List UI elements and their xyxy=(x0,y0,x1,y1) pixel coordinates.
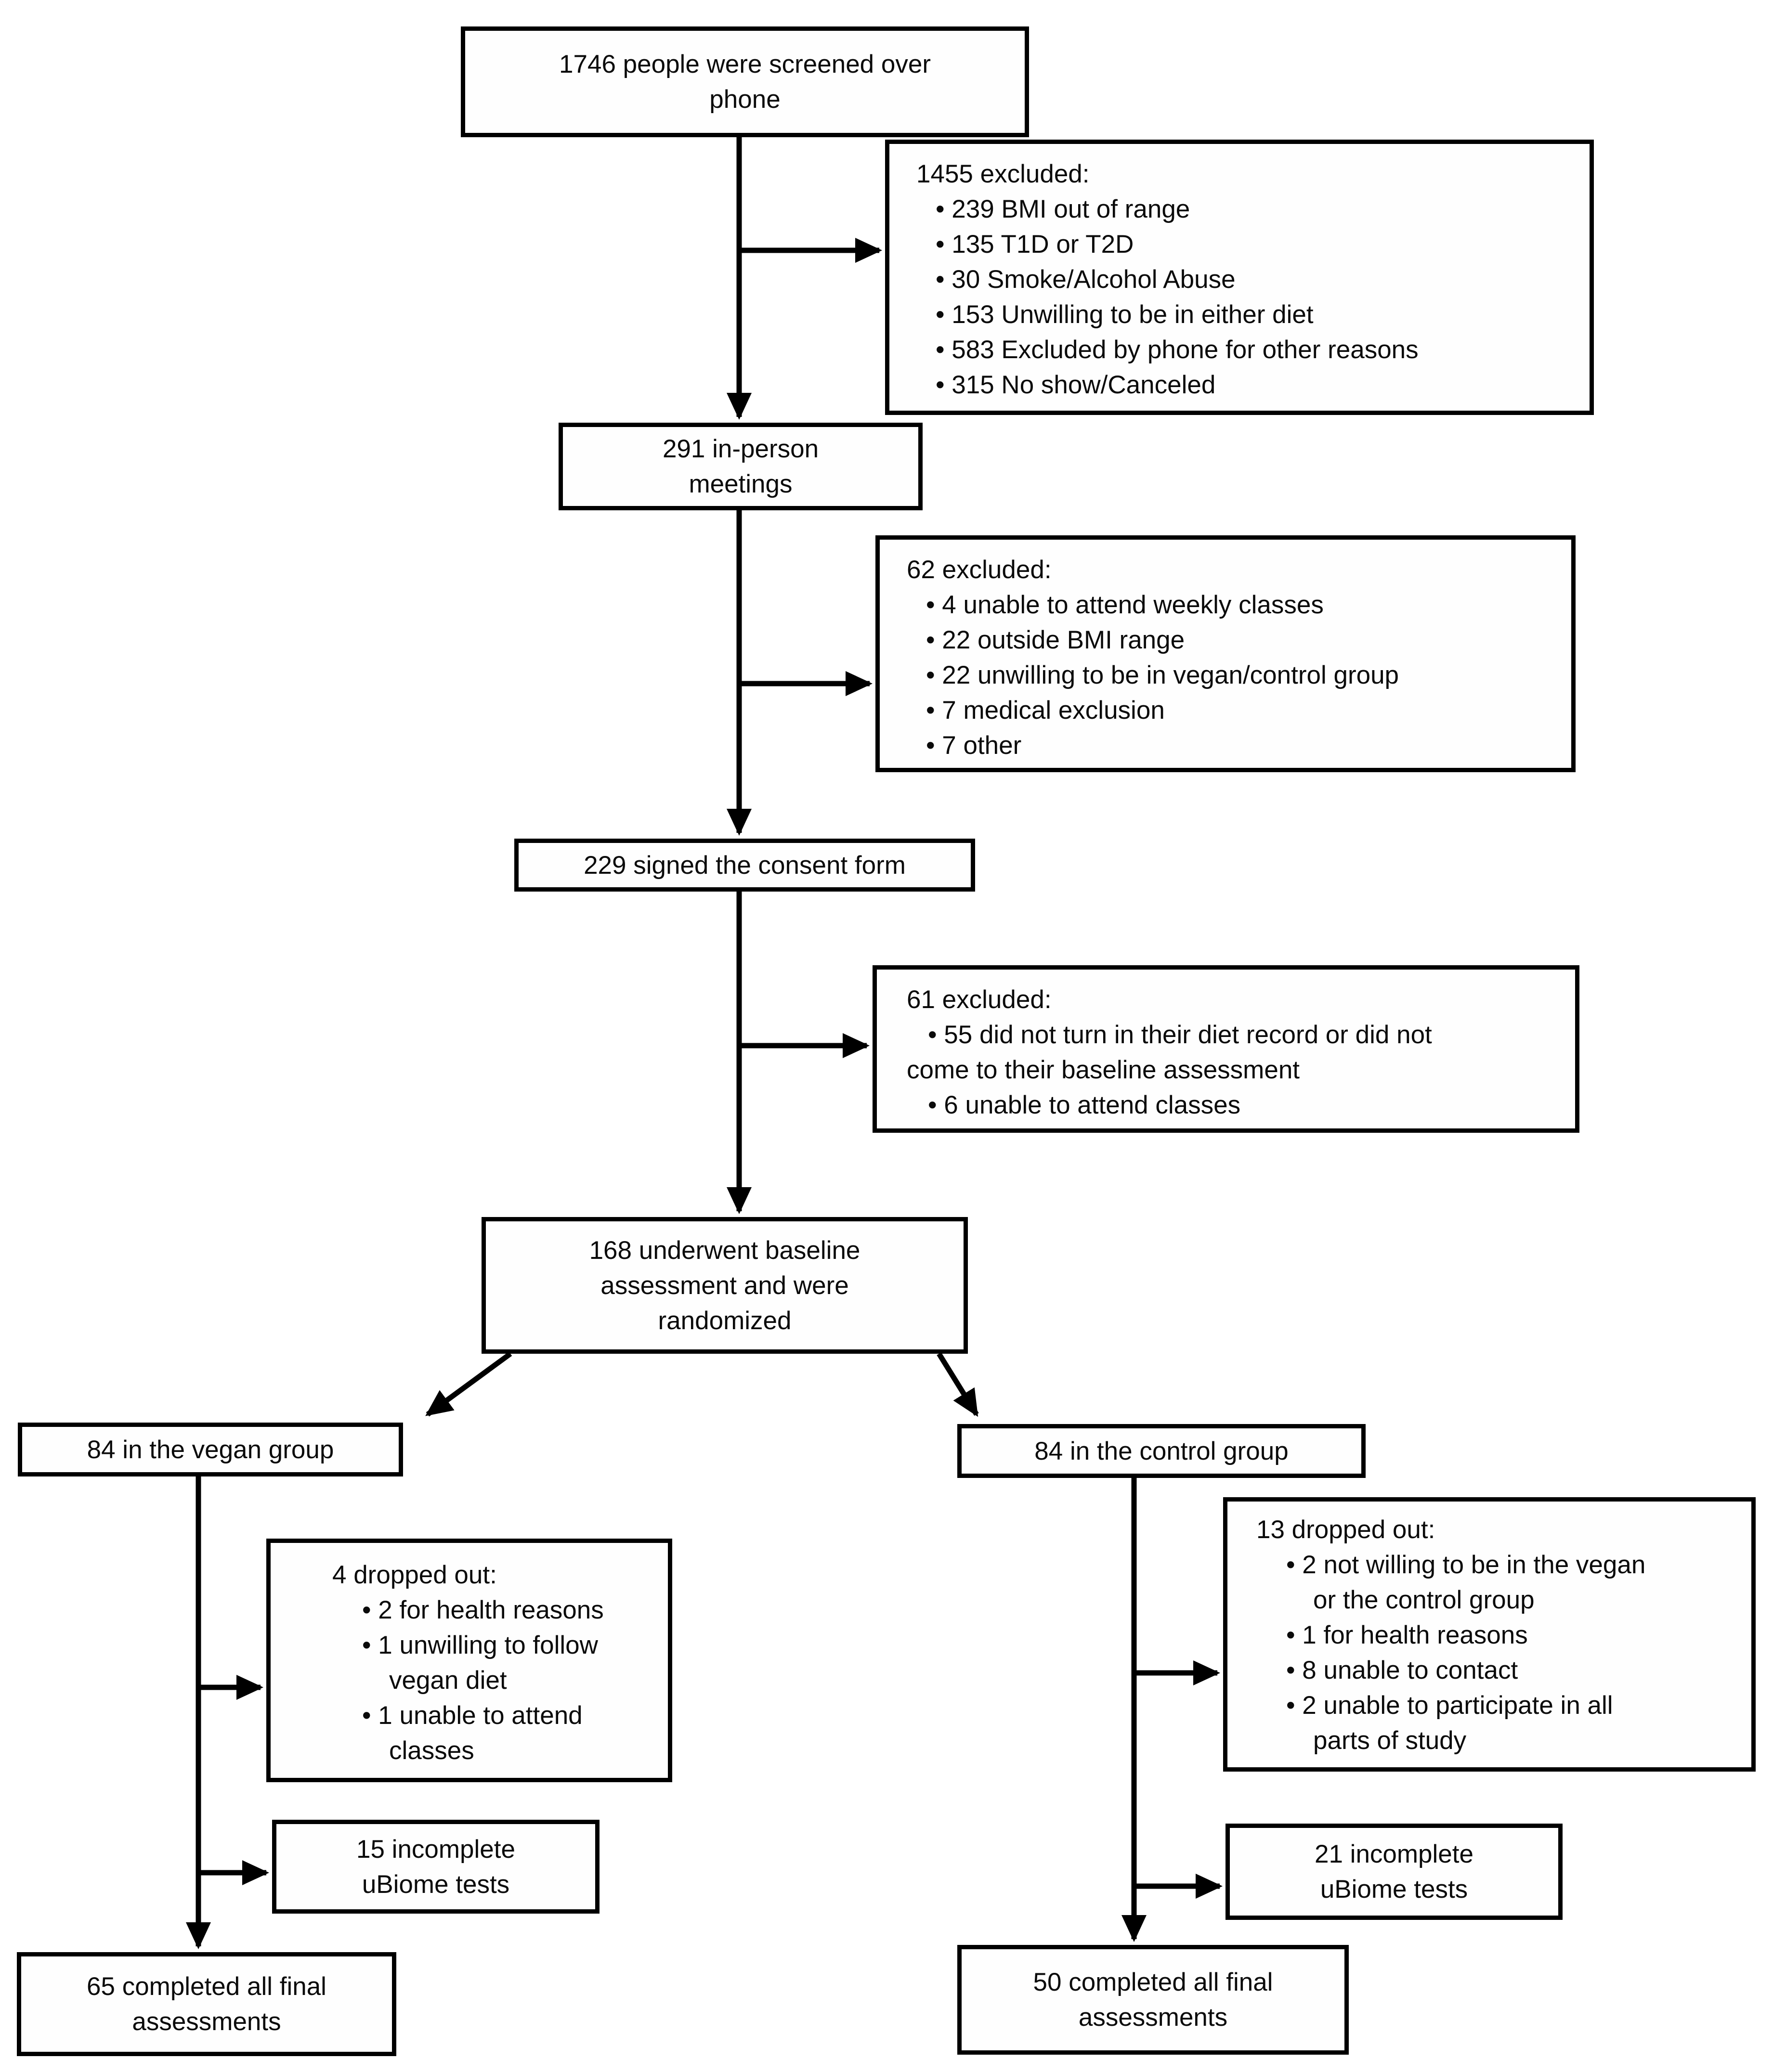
control-completed-label: 50 completed all final assessments xyxy=(1033,1968,1273,2032)
vegan-dropout-box: 4 dropped out: 2 for health reasons1 unw… xyxy=(266,1539,672,1782)
control-dropout-box: 13 dropped out: 2 not willing to be in t… xyxy=(1223,1497,1756,1772)
list-item: 239 BMI out of range xyxy=(916,192,1575,227)
inperson-label: 291 in-person meetings xyxy=(662,435,819,498)
connector-randomized-to-control xyxy=(937,1352,979,1417)
list-item: 2 for health reasons xyxy=(332,1593,660,1628)
control-ubiome-box: 21 incomplete uBiome tests xyxy=(1225,1824,1563,1920)
list-item: 1 for health reasons xyxy=(1256,1618,1744,1653)
control-dropout-items: 2 not willing to be in the vegan or the … xyxy=(1256,1547,1744,1758)
list-item: 7 medical exclusion xyxy=(907,693,1557,728)
list-item: 1 unwilling to follow vegan diet xyxy=(332,1628,660,1698)
meeting-excluded-items: 4 unable to attend weekly classes22 outs… xyxy=(907,587,1557,763)
list-item: 2 not willing to be in the vegan or the … xyxy=(1256,1547,1744,1618)
vegan-dropout-items: 2 for health reasons1 unwilling to follo… xyxy=(332,1593,660,1768)
list-item: 8 unable to contact xyxy=(1256,1653,1744,1688)
vegan-completed-label: 65 completed all final assessments xyxy=(87,1972,326,2036)
list-item: 583 Excluded by phone for other reasons xyxy=(916,332,1575,367)
phone-excluded-title: 1455 excluded: xyxy=(916,160,1090,188)
consent-excluded-title: 61 excluded: xyxy=(907,985,1052,1014)
vegan-ubiome-label: 15 incomplete uBiome tests xyxy=(356,1835,515,1899)
consent-excluded-items: 55 did not turn in their diet record or … xyxy=(907,1017,1561,1123)
consent-box: 229 signed the consent form xyxy=(514,839,975,892)
control-group-label: 84 in the control group xyxy=(1034,1437,1289,1465)
control-group-box: 84 in the control group xyxy=(957,1424,1366,1478)
phone-excluded-items: 239 BMI out of range135 T1D or T2D30 Smo… xyxy=(916,192,1575,402)
meeting-excluded-box: 62 excluded: 4 unable to attend weekly c… xyxy=(875,535,1576,772)
list-item: 153 Unwilling to be in either diet xyxy=(916,297,1575,332)
list-item: 4 unable to attend weekly classes xyxy=(907,587,1557,622)
phone-excluded-box: 1455 excluded: 239 BMI out of range135 T… xyxy=(885,140,1594,415)
vegan-group-box: 84 in the vegan group xyxy=(18,1423,403,1476)
vegan-ubiome-box: 15 incomplete uBiome tests xyxy=(272,1820,600,1914)
control-dropout-title: 13 dropped out: xyxy=(1256,1515,1435,1544)
connector-randomized-to-vegan xyxy=(425,1351,512,1417)
inperson-box: 291 in-person meetings xyxy=(559,423,923,510)
vegan-dropout-title: 4 dropped out: xyxy=(332,1561,497,1589)
control-ubiome-label: 21 incomplete uBiome tests xyxy=(1315,1840,1473,1904)
list-item: 135 T1D or T2D xyxy=(916,227,1575,262)
screened-label: 1746 people were screened over phone xyxy=(559,50,931,114)
list-item: 22 outside BMI range xyxy=(907,622,1557,658)
control-completed-box: 50 completed all final assessments xyxy=(957,1945,1349,2055)
list-item: 7 other xyxy=(907,728,1557,763)
screened-box: 1746 people were screened over phone xyxy=(461,26,1029,137)
randomized-label: 168 underwent baseline assessment and we… xyxy=(589,1236,860,1335)
consent-excluded-box: 61 excluded: 55 did not turn in their di… xyxy=(873,965,1579,1133)
meeting-excluded-title: 62 excluded: xyxy=(907,556,1052,584)
list-item: 315 No show/Canceled xyxy=(916,367,1575,402)
list-item: 1 unable to attend classes xyxy=(332,1698,660,1768)
list-item: 30 Smoke/Alcohol Abuse xyxy=(916,262,1575,297)
consent-label: 229 signed the consent form xyxy=(584,851,906,880)
list-item: 55 did not turn in their diet record or … xyxy=(907,1017,1561,1088)
vegan-group-label: 84 in the vegan group xyxy=(87,1435,334,1464)
vegan-completed-box: 65 completed all final assessments xyxy=(17,1952,396,2056)
list-item: 6 unable to attend classes xyxy=(907,1088,1561,1123)
list-item: 2 unable to participate in all parts of … xyxy=(1256,1688,1744,1758)
randomized-box: 168 underwent baseline assessment and we… xyxy=(482,1217,968,1354)
list-item: 22 unwilling to be in vegan/control grou… xyxy=(907,658,1557,693)
